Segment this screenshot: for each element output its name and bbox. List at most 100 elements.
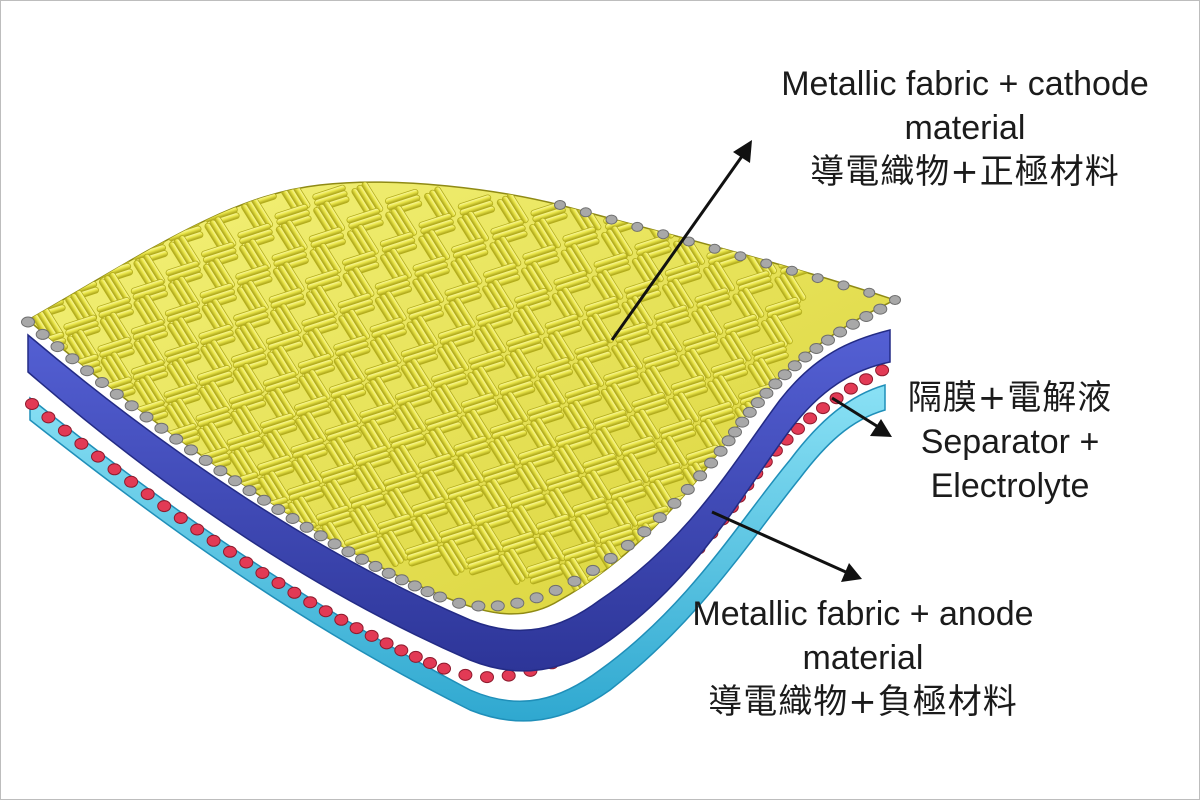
yarn-segment xyxy=(60,236,98,263)
anode-label-zh: 導電織物+負極材料 xyxy=(708,682,1018,722)
yarn-segment xyxy=(354,461,387,499)
yarn-segment xyxy=(377,513,415,541)
yarn-segment xyxy=(418,229,451,267)
anode-fiber-end xyxy=(223,545,237,558)
yarn-segment xyxy=(41,462,74,500)
anode-fiber-end xyxy=(843,382,858,395)
yarn-segment xyxy=(376,530,409,567)
yarn-segment xyxy=(205,182,238,213)
metal-fiber-end xyxy=(603,552,618,564)
yarn-segment xyxy=(28,215,61,243)
separator-layer xyxy=(27,329,891,672)
yarn-segment xyxy=(94,182,132,205)
metal-fiber-end xyxy=(605,214,618,225)
metal-fiber-end xyxy=(510,597,525,609)
metal-fiber-end xyxy=(327,538,342,550)
metal-fiber-end xyxy=(299,521,314,533)
yarn-segment xyxy=(40,487,78,515)
yarn-segment xyxy=(382,487,415,525)
metal-fiber-end xyxy=(341,546,356,558)
yarn-segment xyxy=(465,548,503,576)
metal-fiber-end xyxy=(708,243,721,254)
yarn-segment xyxy=(617,452,650,490)
metal-fiber-end xyxy=(567,575,582,587)
anode-fiber-end xyxy=(124,475,139,488)
yarn-segment xyxy=(543,487,576,525)
yarn-segment xyxy=(28,229,60,267)
metal-fiber-end xyxy=(313,530,328,542)
metal-fiber-end xyxy=(680,483,695,495)
metal-fiber-end xyxy=(657,229,670,240)
anode-fiber-end xyxy=(859,373,874,386)
metal-fiber-end xyxy=(693,470,708,482)
cathode-arrowhead xyxy=(733,140,752,163)
metal-fiber-end xyxy=(631,221,644,232)
metal-fiber-end xyxy=(433,591,447,603)
metal-fiber-end xyxy=(585,564,600,576)
metal-fiber-end xyxy=(139,411,154,423)
separator-arrowhead xyxy=(870,419,892,437)
anode-fiber-end xyxy=(458,668,473,681)
metal-fiber-end xyxy=(713,445,728,457)
yarn-segment xyxy=(133,182,166,211)
metal-fiber-end xyxy=(833,326,848,338)
yarn-segment xyxy=(100,351,133,389)
metal-fiber-end xyxy=(242,485,257,497)
anode-fiber-end xyxy=(379,637,394,650)
metal-fiber-end xyxy=(452,597,467,609)
yarn-segment xyxy=(133,253,166,291)
anode-fiber-end xyxy=(91,450,105,463)
anode-fiber-end xyxy=(107,463,122,476)
metal-fiber-end xyxy=(721,435,736,447)
anode-fiber-end xyxy=(875,364,890,377)
metal-fiber-end xyxy=(863,287,876,298)
cathode-label: Metallic fabric + cathode material 導電織物+… xyxy=(750,62,1180,194)
yarn-segment xyxy=(346,207,384,235)
yarn-segment xyxy=(28,190,58,228)
yarn-segment xyxy=(437,538,470,576)
yarn-segment xyxy=(606,496,639,534)
separator-arrow xyxy=(831,396,881,430)
separator-label-line2: Separator + xyxy=(920,423,1100,461)
yarn-segment xyxy=(344,530,382,558)
metal-fiber-end xyxy=(368,560,383,572)
anode-fiber-end xyxy=(816,402,830,415)
yarn-segment xyxy=(359,418,392,456)
anode-fiber-end xyxy=(829,392,844,405)
metal-fiber-end xyxy=(704,457,719,469)
anode-fiber-end xyxy=(287,586,302,599)
yarn-segment xyxy=(73,486,106,524)
metal-fiber-end xyxy=(124,400,139,412)
metal-fiber-end xyxy=(285,513,300,524)
anode-arrow xyxy=(711,510,849,575)
anode-fiber-end xyxy=(57,424,72,437)
anode-fiber-end xyxy=(480,671,494,684)
anode-fiber-end xyxy=(206,534,221,547)
yarn-segment xyxy=(338,309,371,346)
anode-fiber-end xyxy=(408,650,423,663)
metal-fiber-end xyxy=(652,512,667,524)
metal-fiber-end xyxy=(798,351,813,363)
anode-fiber-end xyxy=(394,644,409,657)
yarn-segment xyxy=(62,211,94,249)
metal-fiber-end xyxy=(420,586,435,598)
yarn-segment xyxy=(60,182,93,210)
yarn-segment xyxy=(95,217,133,245)
metal-fiber-end xyxy=(271,504,286,515)
anode-fiber-end xyxy=(41,411,56,424)
yarn-segment xyxy=(37,448,76,476)
metal-fiber-end xyxy=(889,295,901,305)
anode-arrowhead xyxy=(841,563,862,582)
yarn-segment xyxy=(58,196,96,224)
anode-fiber-end xyxy=(318,605,333,618)
yarn-segment xyxy=(29,268,62,306)
yarn-segment xyxy=(97,192,130,230)
anode-fiber-end xyxy=(423,657,437,669)
metal-fiber-end xyxy=(109,388,124,400)
anode-fiber-end xyxy=(437,662,451,675)
yarn-segment xyxy=(28,254,64,282)
metal-fiber-end xyxy=(35,328,50,340)
yarn-segment xyxy=(404,539,442,567)
yarn-segment xyxy=(342,266,375,304)
cathode-layer xyxy=(21,181,901,615)
